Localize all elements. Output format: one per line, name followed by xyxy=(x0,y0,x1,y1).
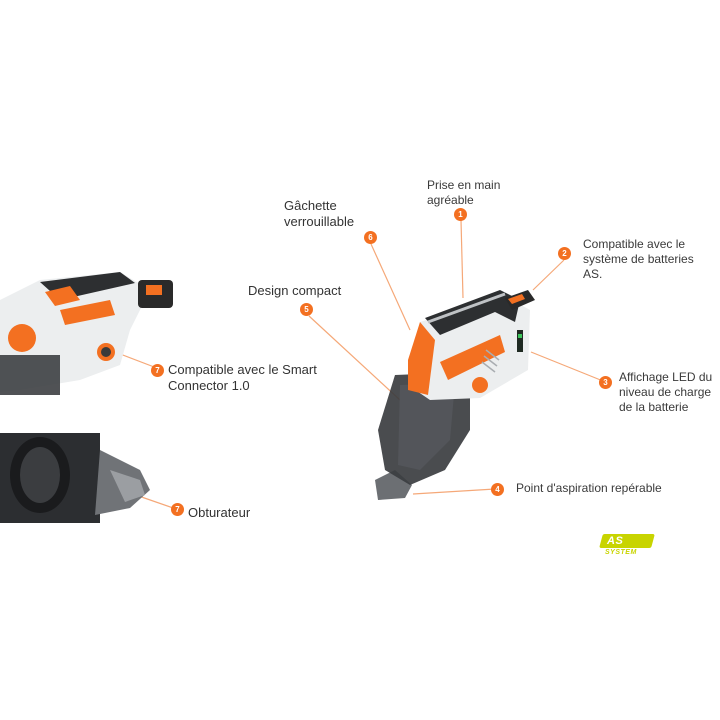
callout-badge-7-smart-connector: 7 xyxy=(151,364,164,377)
callout-label-1: Prise en main agréable xyxy=(427,178,501,207)
callout-badge-6: 6 xyxy=(364,231,377,244)
callout-label-7-smart-connector: Compatible avec le Smart Connector 1.0 xyxy=(168,362,317,393)
callout-label-5: Design compact xyxy=(248,283,342,298)
closeup-smart-connector xyxy=(0,272,173,395)
callout-label-7-obturateur: Obturateur xyxy=(188,505,251,520)
callout-badge-3: 3 xyxy=(599,376,612,389)
callout-badge-5: 5 xyxy=(300,303,313,316)
callout-badge-2: 2 xyxy=(558,247,571,260)
callout-label-6: Gâchette verrouillable xyxy=(284,198,355,229)
main-vacuum-illustration xyxy=(375,290,535,500)
callout-badge-4: 4 xyxy=(491,483,504,496)
callout-badge-1: 1 xyxy=(454,208,467,221)
callout-badge-7-obturateur: 7 xyxy=(171,503,184,516)
as-system-logo: AS SYSTEM xyxy=(599,534,655,558)
callout-label-3: Affichage LED du niveau de charge de la … xyxy=(619,370,713,414)
callout-label-2: Compatible avec le système de batteries … xyxy=(583,237,694,281)
callout-label-4: Point d'aspiration repérable xyxy=(516,481,662,495)
closeup-obturateur xyxy=(0,433,150,523)
